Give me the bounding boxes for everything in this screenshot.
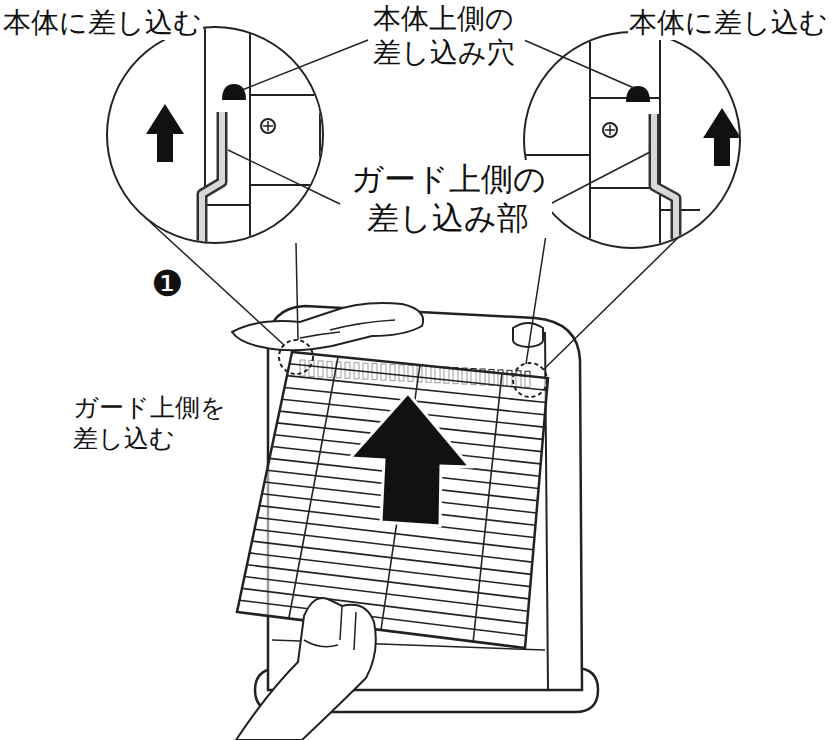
zoom-circle	[524, 32, 740, 248]
hand	[304, 606, 356, 650]
part-label: 本体上側の 差し込み穴	[372, 2, 525, 70]
hand	[232, 303, 423, 350]
guard-grid	[237, 352, 548, 648]
action-label: ガード上側を 差し込む	[72, 393, 234, 454]
push-arrow	[350, 393, 470, 526]
action-label: 本体に差し込む	[628, 6, 829, 40]
hand	[236, 598, 376, 740]
hand	[300, 320, 395, 338]
zoom-detail	[520, 25, 741, 265]
action-label: 本体に差し込む	[2, 6, 203, 40]
zoom-circle	[107, 27, 323, 243]
tank-cap	[513, 323, 543, 340]
callout-number: ❶	[150, 262, 184, 306]
detail-marker	[513, 363, 547, 397]
zoom-detail	[146, 20, 330, 260]
part-label: ガード上側の 差し込み部	[345, 160, 552, 238]
detail-marker	[279, 340, 313, 374]
